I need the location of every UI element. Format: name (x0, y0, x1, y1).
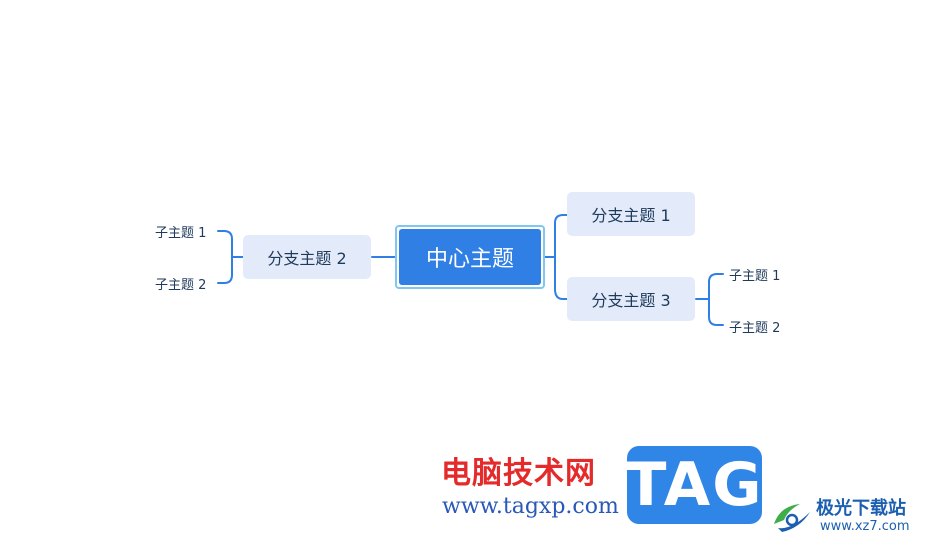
subtopic-b2-1[interactable]: 子主题 1 (155, 226, 207, 241)
subtopic-b3-1[interactable]: 子主题 1 (729, 269, 781, 284)
watermark-partner-url: www.xz7.com (820, 519, 910, 534)
subtopic-b3-2[interactable]: 子主题 2 (729, 321, 781, 336)
watermark-partner-logo: 极光下载站 www.xz7.com (770, 492, 930, 542)
watermark-site-url: www.tagxp.com (442, 494, 619, 519)
branch-topic-3[interactable]: 分支主题 3 (567, 277, 695, 321)
central-topic-label: 中心主题 (399, 229, 541, 285)
central-topic[interactable]: 中心主题 (395, 225, 545, 289)
connector-central-to-right-branches (544, 214, 568, 300)
branch-topic-2[interactable]: 分支主题 2 (243, 235, 371, 279)
connector-branch-2-to-subtopics (217, 230, 244, 284)
watermark-tag-logo: TAG (626, 446, 762, 524)
watermark-site-name: 电脑技术网 (441, 456, 596, 491)
subtopic-b2-2[interactable]: 子主题 2 (155, 278, 207, 293)
branch-topic-1[interactable]: 分支主题 1 (567, 192, 695, 236)
connector-branch-3-to-subtopics (695, 273, 724, 326)
watermark-partner-name: 极光下载站 (816, 498, 906, 519)
swoosh-icon (774, 504, 810, 532)
